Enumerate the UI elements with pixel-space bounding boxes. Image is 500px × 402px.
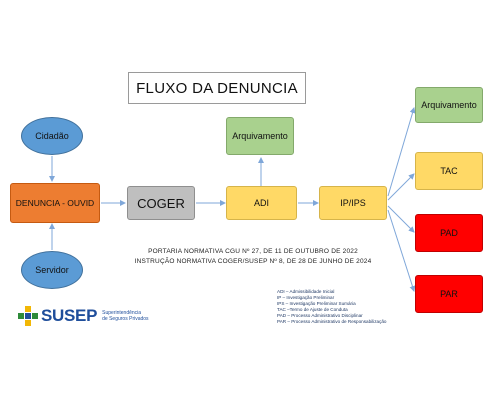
node-servidor-label: Servidor bbox=[35, 265, 69, 275]
acronym-legend: ADI – Admissibilidade Inicial IP – Inves… bbox=[277, 289, 386, 325]
node-arquivamento: Arquivamento bbox=[415, 87, 483, 123]
susep-logo-icon bbox=[18, 306, 38, 326]
instrucao-line: INSTRUÇÃO NORMATIVA COGER/SUSEP Nº 8, DE… bbox=[134, 258, 372, 265]
arrow-ipips-par bbox=[387, 209, 416, 292]
node-adi-label: ADI bbox=[253, 198, 269, 208]
node-pad: PAD bbox=[415, 214, 483, 252]
susep-logo-name: SUSEP bbox=[41, 306, 98, 325]
node-pad-label: PAD bbox=[440, 228, 458, 238]
legal-reference: PORTARIA NORMATIVA CGU Nº 27, DE 11 DE O… bbox=[118, 247, 388, 267]
node-cidadao: Cidadão bbox=[21, 117, 83, 155]
susep-logo: SUSEP Superintendência de Seguros Privad… bbox=[18, 306, 149, 326]
node-arquivamento-adi: Arquivamento bbox=[226, 117, 294, 155]
legend-item-ip: IP – Investigação Preliminar bbox=[277, 295, 335, 300]
legend-item-par: PAR – Processo Administrativo de Respons… bbox=[277, 319, 387, 324]
legend-item-adi: ADI – Admissibilidade Inicial bbox=[277, 289, 335, 294]
legend-item-pad: PAD – Processo Administrativo Disciplina… bbox=[277, 313, 363, 318]
node-tac: TAC bbox=[415, 152, 483, 190]
node-coger-label: COGER bbox=[137, 195, 185, 211]
node-ip-ips: IP/IPS bbox=[319, 186, 387, 220]
node-cidadao-label: Cidadão bbox=[35, 131, 69, 141]
node-coger: COGER bbox=[127, 186, 195, 220]
susep-subtitle-line1: Superintendência bbox=[102, 310, 142, 316]
legend-item-tac: TAC –Termo de Ajuste de Conduta bbox=[277, 307, 348, 312]
arrow-ipips-pad bbox=[387, 205, 415, 233]
node-denuncia-ouvid: DENUNCIA - OUVID bbox=[10, 183, 100, 223]
diagram-title: FLUXO DA DENUNCIA bbox=[128, 72, 306, 104]
arrow-ipips-arquivamento bbox=[387, 107, 416, 197]
arrow-ipips-tac bbox=[387, 173, 415, 201]
legend-item-ips: IPS – Investigação Preliminar Sumária bbox=[277, 301, 356, 306]
node-adi: ADI bbox=[226, 186, 297, 220]
node-ip-ips-label: IP/IPS bbox=[340, 198, 366, 208]
node-servidor: Servidor bbox=[21, 251, 83, 289]
node-arquivamento-label: Arquivamento bbox=[421, 100, 477, 110]
susep-subtitle-line2: de Seguros Privados bbox=[102, 316, 149, 322]
node-tac-label: TAC bbox=[440, 166, 458, 176]
susep-logo-subtitle: Superintendência de Seguros Privados bbox=[102, 310, 148, 322]
portaria-line: PORTARIA NORMATIVA CGU Nº 27, DE 11 DE O… bbox=[148, 248, 358, 255]
node-denuncia-label: DENUNCIA - OUVID bbox=[15, 198, 95, 208]
node-arquivamento-adi-label: Arquivamento bbox=[232, 131, 288, 141]
node-par: PAR bbox=[415, 275, 483, 313]
node-par-label: PAR bbox=[440, 289, 458, 299]
